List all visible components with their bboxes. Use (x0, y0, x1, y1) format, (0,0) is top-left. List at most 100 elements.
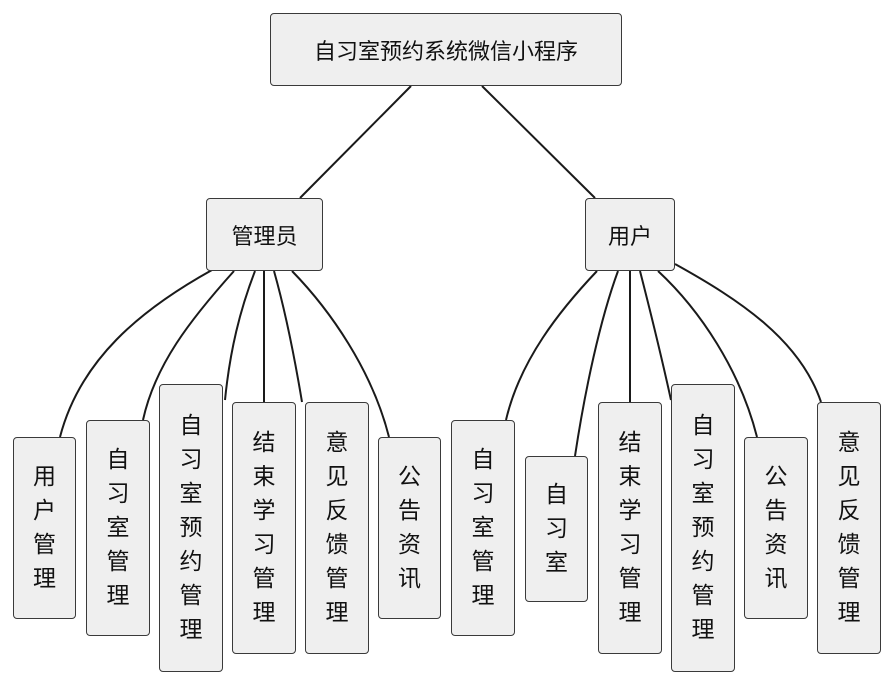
edge-user-feedback (674, 263, 822, 403)
edge-root-user (481, 85, 596, 199)
label-char: 资 (764, 532, 788, 558)
label-char: 讯 (398, 566, 421, 592)
user-child-label: 意见反馈管理 (838, 426, 861, 630)
edge-admin-booking-mgmt (224, 270, 256, 401)
label-char: 束 (252, 464, 276, 490)
label-char: 馈 (837, 532, 861, 558)
label-char: 资 (398, 532, 421, 558)
label-char: 意 (325, 430, 349, 456)
label-char: 管 (33, 532, 56, 558)
user-child-label: 自习室预约管理 (692, 409, 715, 647)
user-child-label: 结束学习管理 (619, 426, 642, 630)
label-char: 理 (471, 583, 495, 609)
edge-admin-feedback (273, 270, 303, 403)
user-child-label: 自习室 (545, 478, 568, 580)
label-char: 户 (33, 498, 56, 524)
root-node: 自习室预约系统微信小程序 (270, 13, 622, 86)
label-char: 室 (106, 515, 130, 541)
label-char: 学 (252, 498, 276, 524)
label-char: 管 (325, 566, 349, 592)
root-node-label: 自习室预约系统微信小程序 (313, 39, 578, 65)
label-char: 管 (691, 583, 715, 609)
label-char: 理 (691, 617, 715, 643)
label-char: 理 (179, 617, 203, 643)
edge-user-notice (657, 270, 758, 438)
label-char: 意 (837, 430, 861, 456)
label-char: 管 (471, 549, 495, 575)
edge-admin-user-mgmt (59, 269, 213, 438)
label-char: 理 (252, 600, 276, 626)
label-char: 告 (398, 498, 421, 524)
edge-root-admin (299, 85, 412, 199)
label-char: 馈 (325, 532, 349, 558)
user-child-node: 自习室管理 (451, 420, 515, 636)
user-child-node: 意见反馈管理 (817, 402, 881, 654)
admin-child-node: 意见反馈管理 (305, 402, 369, 654)
label-char: 习 (252, 532, 276, 558)
admin-node-label: 管理员 (231, 224, 298, 250)
user-node: 用户 (585, 198, 675, 271)
user-child-node: 公告资讯 (744, 437, 808, 619)
admin-child-node: 公告资讯 (378, 437, 441, 619)
label-char: 自 (179, 413, 203, 439)
label-char: 学 (618, 498, 642, 524)
user-child-node: 自习室预约管理 (671, 384, 735, 672)
admin-child-node: 自习室管理 (86, 420, 150, 636)
user-child-node: 结束学习管理 (598, 402, 662, 654)
label-char: 用 (33, 464, 56, 490)
label-char: 理 (106, 583, 130, 609)
label-char: 公 (764, 464, 788, 490)
edge-user-booking-mgmt (639, 270, 672, 401)
admin-child-node: 自习室预约管理 (159, 384, 223, 672)
label-char: 结 (252, 430, 276, 456)
user-child-label: 自习室管理 (472, 443, 495, 613)
user-child-label: 公告资讯 (765, 460, 788, 596)
label-char: 室 (179, 481, 203, 507)
admin-child-node: 结束学习管理 (232, 402, 296, 654)
label-char: 管 (106, 549, 130, 575)
label-char: 告 (764, 498, 788, 524)
label-char: 自 (691, 413, 715, 439)
label-char: 习 (545, 516, 568, 542)
label-char: 自 (545, 482, 568, 508)
admin-child-label: 结束学习管理 (253, 426, 276, 630)
label-char: 束 (618, 464, 642, 490)
label-char: 预 (691, 515, 715, 541)
label-char: 见 (325, 464, 349, 490)
admin-child-label: 公告资讯 (398, 460, 421, 596)
label-char: 约 (691, 549, 715, 575)
edge-user-room (574, 270, 619, 457)
label-char: 自 (106, 447, 130, 473)
label-char: 理 (837, 600, 861, 626)
label-char: 反 (325, 498, 349, 524)
edge-user-room-mgmt (505, 270, 598, 421)
label-char: 理 (618, 600, 642, 626)
label-char: 管 (837, 566, 861, 592)
label-char: 室 (471, 515, 495, 541)
label-char: 室 (691, 481, 715, 507)
edge-admin-notice (291, 270, 390, 438)
admin-child-label: 自习室管理 (107, 443, 130, 613)
admin-child-label: 自习室预约管理 (180, 409, 203, 647)
label-char: 自 (471, 447, 495, 473)
admin-child-label: 用户管理 (33, 460, 56, 596)
label-char: 理 (33, 566, 56, 592)
label-char: 管 (252, 566, 276, 592)
admin-child-node: 用户管理 (13, 437, 76, 619)
label-char: 讯 (764, 566, 788, 592)
label-char: 结 (618, 430, 642, 456)
label-char: 室 (545, 550, 568, 576)
user-node-label: 用户 (607, 224, 652, 250)
label-char: 习 (106, 481, 130, 507)
label-char: 习 (618, 532, 642, 558)
label-char: 管 (618, 566, 642, 592)
edge-admin-room-mgmt (142, 270, 235, 421)
label-char: 反 (837, 498, 861, 524)
label-char: 预 (179, 515, 203, 541)
admin-node: 管理员 (206, 198, 323, 271)
label-char: 习 (691, 447, 715, 473)
label-char: 理 (325, 600, 349, 626)
label-char: 习 (179, 447, 203, 473)
